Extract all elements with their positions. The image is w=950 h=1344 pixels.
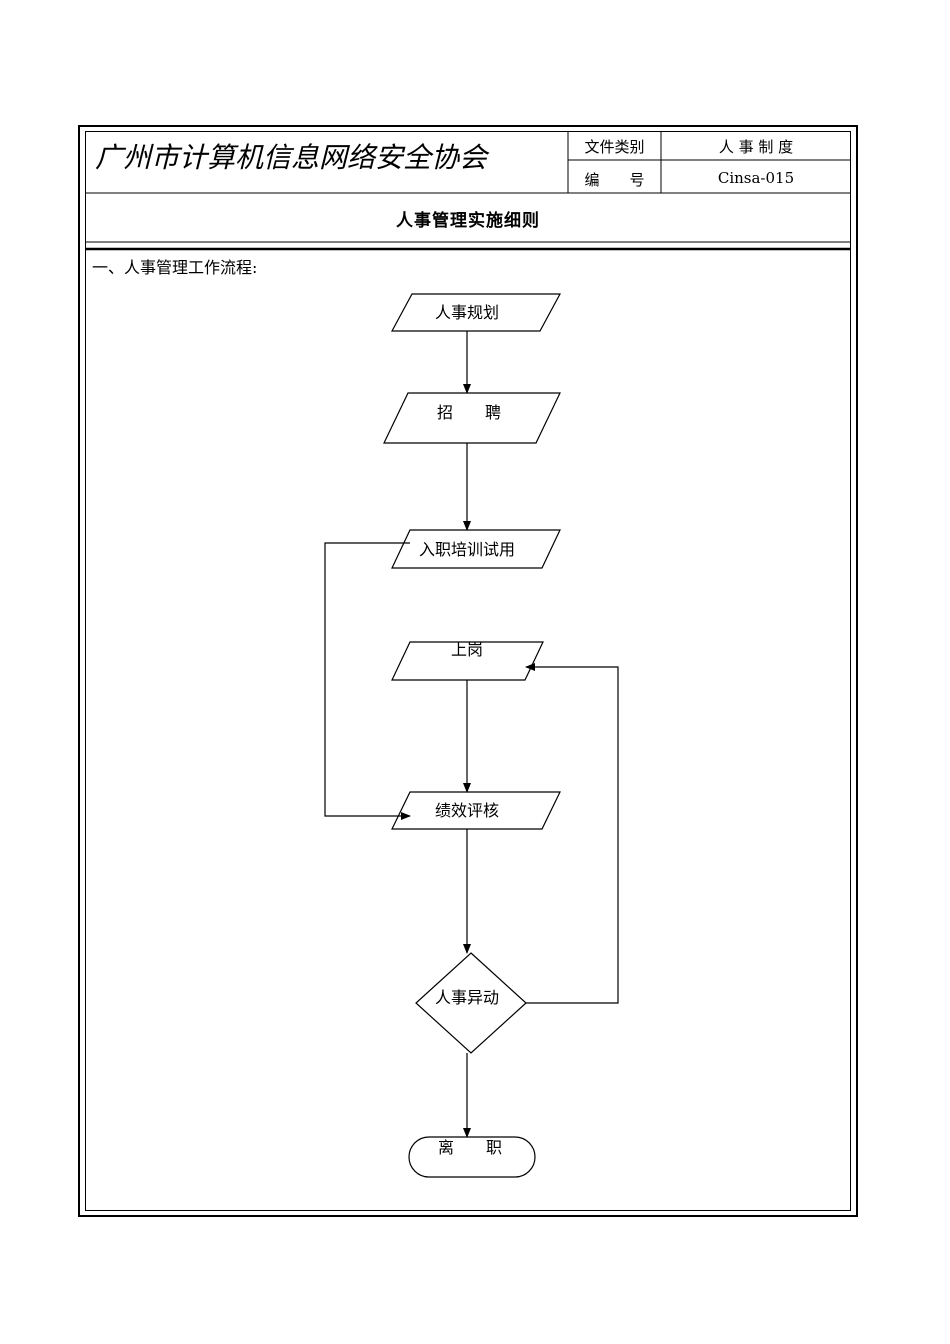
node-resignation-shape xyxy=(408,1136,536,1178)
category-value: 人 事 制 度 xyxy=(718,138,794,156)
number-value: Cinsa-015 xyxy=(717,169,795,187)
node-onboarding-label: 入职培训试用 xyxy=(419,540,515,559)
node-planning-shape xyxy=(390,293,562,332)
node-onboarding-shape xyxy=(391,529,561,569)
page-inner-border xyxy=(85,131,851,1211)
node-recruitment-label: 招 聘 xyxy=(437,403,501,422)
node-on-post-shape xyxy=(391,641,544,681)
node-personnel-change-shape xyxy=(415,952,527,1054)
connector-change-on-post xyxy=(525,663,619,1004)
connector-onboarding-performance xyxy=(324,542,411,820)
number-label: 编 号 xyxy=(584,171,645,189)
node-personnel-change-label: 人事异动 xyxy=(435,988,499,1007)
organization-name: 广州市计算机信息网络安全协会 xyxy=(95,141,488,174)
node-resignation-label: 离 职 xyxy=(438,1138,502,1157)
node-planning-label: 人事规划 xyxy=(435,303,499,322)
category-label: 文件类别 xyxy=(584,138,645,156)
page-outer-border xyxy=(78,125,858,1217)
node-on-post-label: 上岗 xyxy=(451,640,483,659)
node-recruitment-shape xyxy=(383,392,561,444)
node-performance-shape xyxy=(391,791,561,830)
document-title: 人事管理实施细则 xyxy=(396,211,540,231)
node-performance-label: 绩效评核 xyxy=(435,801,499,820)
section-heading: 一、人事管理工作流程: xyxy=(92,258,258,277)
